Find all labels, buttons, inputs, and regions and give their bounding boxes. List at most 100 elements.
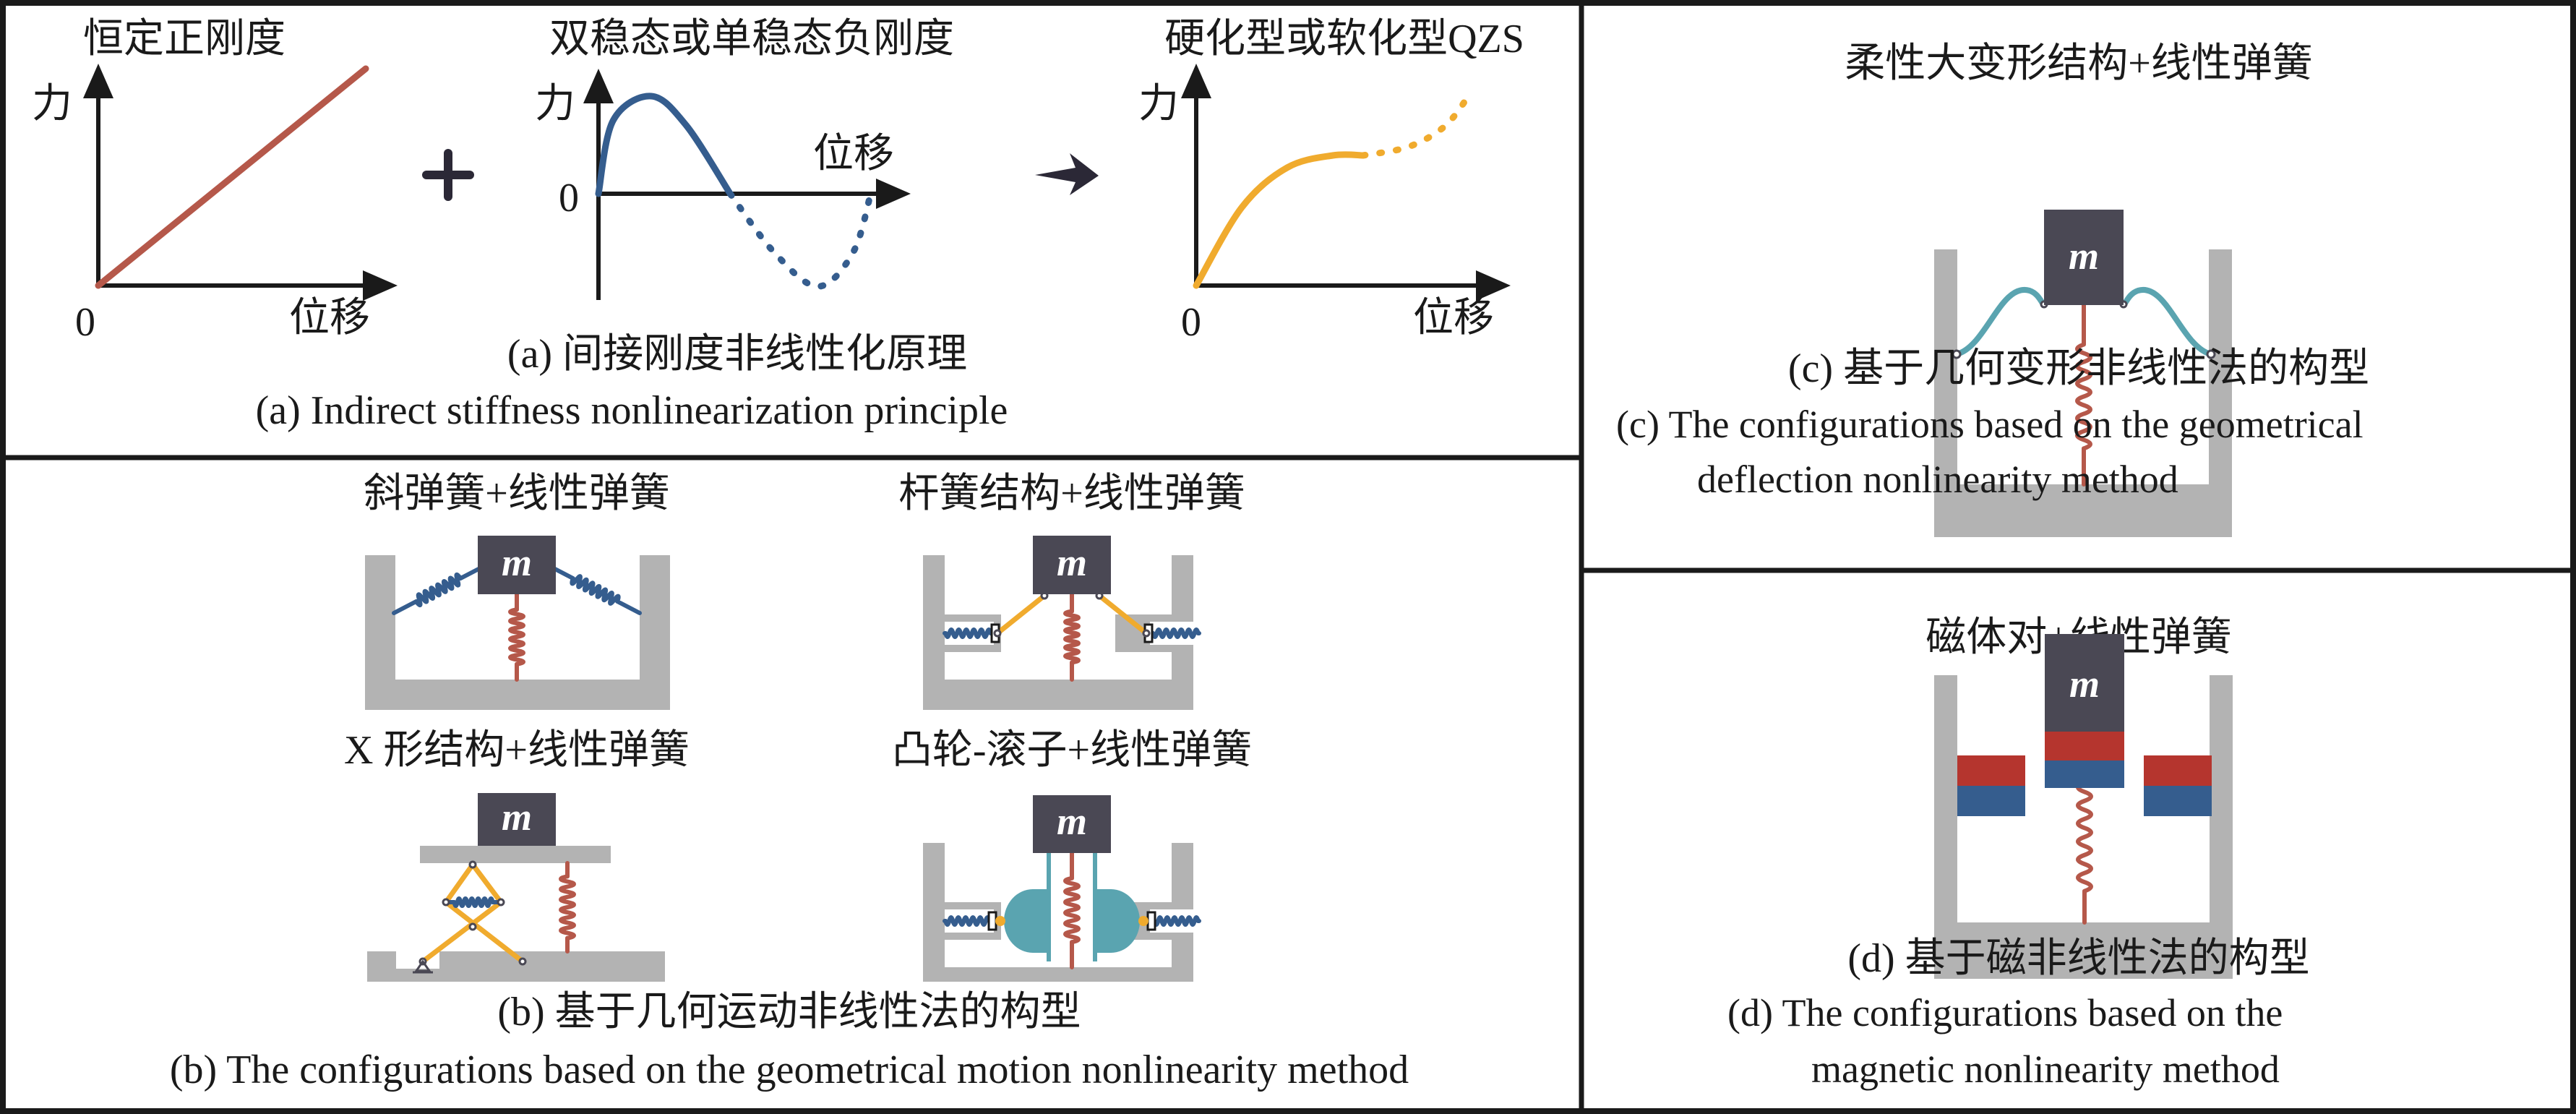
linear-spring xyxy=(2075,303,2092,487)
u-frame xyxy=(1934,249,2232,537)
magnet-left-north xyxy=(1957,755,2025,786)
plot-1-origin: 0 xyxy=(75,300,95,345)
x-rod xyxy=(420,899,504,964)
magnet-center-north xyxy=(2045,732,2124,760)
diagram-2-rod-spring: m xyxy=(923,536,1201,710)
plot-3-xlabel: 位移 xyxy=(1413,296,1494,340)
panel-c-caption-en-1: (c) The configurations based on the geom… xyxy=(1616,403,2364,446)
rod-left xyxy=(995,594,1047,635)
plot-3-title: 硬化型或软化型QZS xyxy=(1164,17,1524,61)
mass-label: m xyxy=(1057,541,1087,584)
panel-d-diagram: m xyxy=(1934,634,2233,979)
x-rod xyxy=(443,899,525,964)
slider-right xyxy=(1146,911,1156,931)
rod-right xyxy=(1097,594,1149,635)
diagram-1-title: 斜弹簧+线性弹簧 xyxy=(364,471,670,516)
panel-a-caption-cn: (a) 间接刚度非线性化原理 xyxy=(507,332,968,377)
plot-3-series-dashed-segment xyxy=(1360,91,1473,159)
magnet-left-south xyxy=(1957,786,2025,816)
horizontal-spring-left xyxy=(943,915,992,927)
mass-block xyxy=(478,793,556,846)
plot-2-curves xyxy=(595,93,875,290)
linear-spring xyxy=(559,861,576,954)
pin-joint-icon xyxy=(497,898,505,907)
plot-2-series-dashed-segment xyxy=(726,190,875,290)
pin-joint-icon xyxy=(993,629,1002,638)
flexible-beam-right xyxy=(2121,286,2214,357)
panel-b-caption-cn: (b) 基于几何运动非线性法的构型 xyxy=(497,990,1081,1034)
u-frame xyxy=(1934,675,2233,979)
oblique-spring-left xyxy=(392,565,485,615)
plot-3-series-solid-segment xyxy=(1193,151,1367,289)
magnet-center-south xyxy=(2045,760,2124,788)
top-plate xyxy=(420,846,611,863)
u-frame xyxy=(365,555,670,710)
cam-left xyxy=(1004,889,1047,953)
panel-d-caption-cn: (d) 基于磁非线性法的构型 xyxy=(1847,936,2310,981)
plot-2-origin: 0 xyxy=(559,176,579,220)
diagram-2-title: 杆簧结构+线性弹簧 xyxy=(898,471,1245,516)
roller-support-icon xyxy=(414,959,432,972)
pin-joint-icon xyxy=(518,957,527,966)
panel-c-caption-en-2: deflection nonlinearity method xyxy=(1697,458,2178,501)
pin-joint-icon xyxy=(468,860,477,869)
diagram-4-title: 凸轮-滚子+线性弹簧 xyxy=(891,728,1253,773)
linear-spring xyxy=(1063,851,1081,969)
plot-1-xlabel: 位移 xyxy=(289,296,370,340)
pin-joint-icon xyxy=(1952,349,1962,359)
roller-right xyxy=(1138,916,1149,926)
pin-joint-icon xyxy=(468,922,477,931)
panel-c-title: 柔性大变形结构+线性弹簧 xyxy=(1845,41,2313,86)
mass-label: m xyxy=(2069,662,2100,706)
x-rod xyxy=(470,862,504,905)
plus-operator-icon xyxy=(422,149,474,201)
diagram-3-x-structure: m xyxy=(367,793,665,982)
plot-1-title: 恒定正刚度 xyxy=(83,17,285,61)
arrow-right-icon xyxy=(1035,153,1099,195)
mass-block xyxy=(478,536,556,594)
roller-left xyxy=(995,916,1005,926)
panel-d-caption-en-2: magnetic nonlinearity method xyxy=(1811,1047,2280,1091)
horizontal-spring-right xyxy=(1151,915,1201,927)
horizontal-spring-left xyxy=(943,627,994,639)
mass-label: m xyxy=(502,795,532,839)
mass-block xyxy=(1033,536,1111,594)
pin-joint-icon xyxy=(2206,349,2216,359)
panel-a-caption-en: (a) Indirect stiffness nonlinearization … xyxy=(255,388,1008,433)
mass-label: m xyxy=(2069,234,2099,278)
pin-joint-icon xyxy=(1142,629,1151,638)
base-plate xyxy=(367,951,665,982)
plot-2-title: 双稳态或单稳态负刚度 xyxy=(549,17,954,61)
horizontal-spring-right xyxy=(1150,627,1201,639)
horizontal-spring xyxy=(446,896,501,908)
plot-3-axes xyxy=(1181,64,1511,301)
panel-c-caption-cn: (c) 基于几何变形非线性法的构型 xyxy=(1787,346,2370,391)
linear-spring xyxy=(2076,778,2093,925)
magnet-right-south xyxy=(2144,786,2212,816)
plot-3-origin: 0 xyxy=(1181,300,1201,345)
plot-2-ylabel: 力 xyxy=(535,82,575,127)
panel-b-caption-en: (b) The configurations based on the geom… xyxy=(169,1047,1409,1092)
mass-label: m xyxy=(1057,800,1087,843)
slider-left xyxy=(987,911,997,931)
diagram-1-oblique-springs: m xyxy=(365,536,670,710)
plot-1-axes xyxy=(83,64,398,301)
diagram-4-cam-roller: m xyxy=(923,795,1201,982)
pin-joint-icon xyxy=(442,898,450,907)
plot-2-series-solid-segment xyxy=(595,93,734,197)
plot-3-ylabel: 力 xyxy=(1138,82,1179,127)
plot-2-xlabel: 位移 xyxy=(813,132,894,176)
cam-right xyxy=(1096,889,1140,953)
x-rod xyxy=(443,862,476,905)
plot-1-curves xyxy=(95,65,369,289)
plot-1-ylabel: 力 xyxy=(32,82,72,127)
plot-3-curves xyxy=(1193,91,1473,289)
mass-label: m xyxy=(502,541,532,584)
linear-spring xyxy=(1063,592,1081,682)
linear-spring xyxy=(508,592,525,682)
magnet-right-north xyxy=(2144,755,2212,786)
mass-block xyxy=(2044,210,2124,305)
